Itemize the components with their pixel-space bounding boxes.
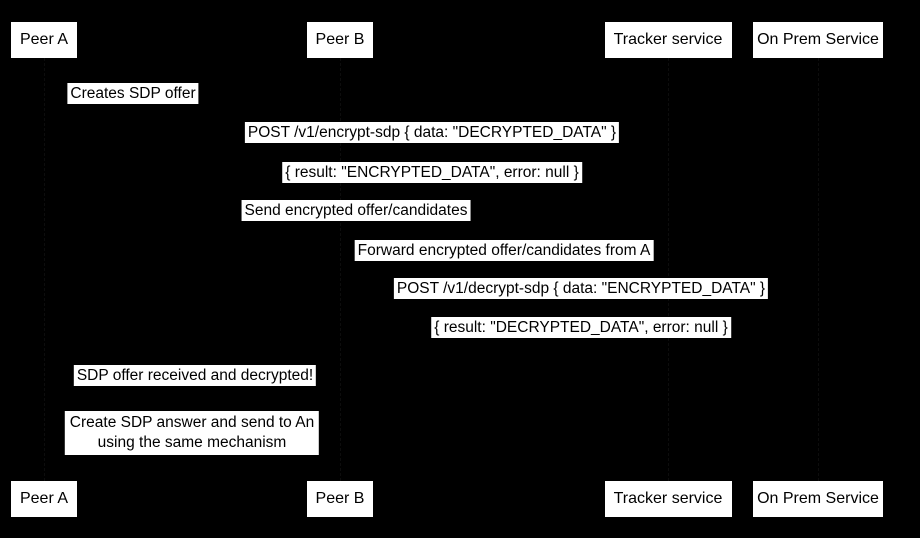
message-label: { result: "DECRYPTED_DATA", error: null … [431,317,731,338]
participant-on-prem-service-bottom: On Prem Service [753,481,883,517]
participant-tracker-service-bottom: Tracker service [604,481,732,517]
message-label: SDP offer received and decrypted! [73,365,317,386]
message-label: POST /v1/encrypt-sdp { data: "DECRYPTED_… [244,122,620,143]
lifeline-peer-b [340,58,341,481]
participant-tracker-service-top: Tracker service [604,22,732,58]
lifeline-peer-a [44,58,45,481]
message-label: Creates SDP offer [67,83,199,104]
message-label: Create SDP answer and send to An using t… [64,411,320,455]
lifeline-on-prem-service [818,58,819,481]
participant-peer-a-top: Peer A [11,22,77,58]
lifeline-tracker-service [668,58,669,481]
participant-peer-a-bottom: Peer A [11,481,77,517]
message-label: { result: "ENCRYPTED_DATA", error: null … [282,162,582,183]
participant-peer-b-bottom: Peer B [307,481,373,517]
message-label: POST /v1/decrypt-sdp { data: "ENCRYPTED_… [393,278,769,299]
participant-peer-b-top: Peer B [307,22,373,58]
message-label: Forward encrypted offer/candidates from … [354,240,654,261]
message-label: Send encrypted offer/candidates [241,200,471,221]
participant-on-prem-service-top: On Prem Service [753,22,883,58]
